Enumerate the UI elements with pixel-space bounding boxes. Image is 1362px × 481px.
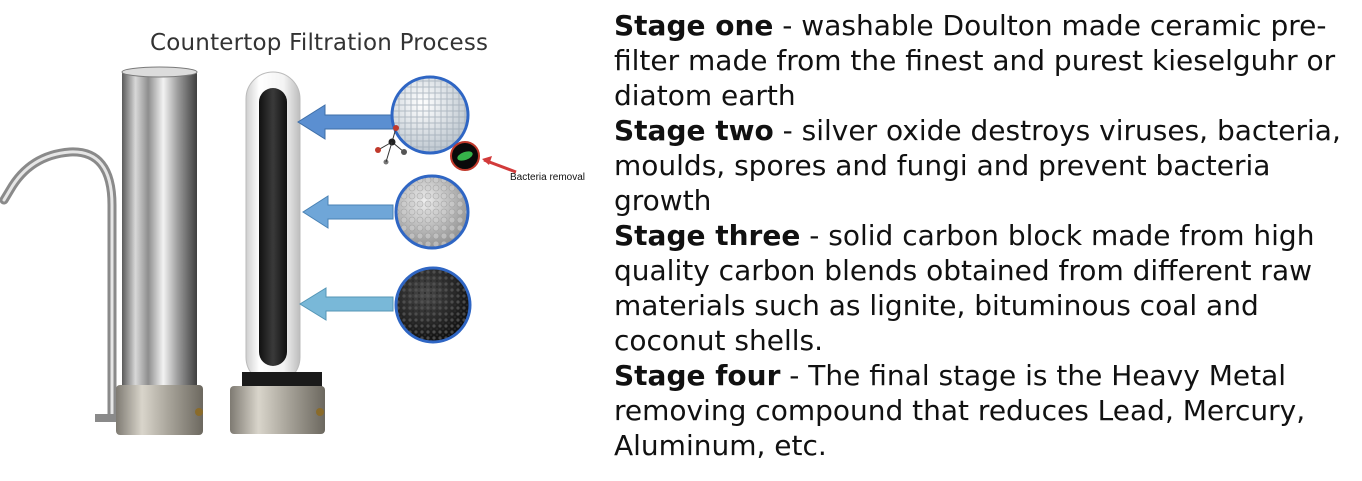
stage-two-text: - silver oxide destroys viruses, bacteri… xyxy=(614,114,1341,217)
faucet-spout xyxy=(0,147,125,422)
stage-one-label: Stage one xyxy=(614,9,774,42)
stage-arrows xyxy=(297,104,394,321)
bacteria-removal-label: Bacteria removal xyxy=(510,172,586,183)
molecule-icon xyxy=(375,125,407,165)
stage-two: Stage two - silver oxide destroys viruse… xyxy=(614,113,1354,218)
carbon-block-sample xyxy=(394,266,472,344)
stage-three-label: Stage three xyxy=(614,219,801,252)
stage-four-text: - The final stage is the Heavy Metal rem… xyxy=(614,359,1306,462)
steel-housing xyxy=(116,66,203,435)
filter-drawing xyxy=(0,66,517,435)
stage-three-text: - solid carbon block made from high qual… xyxy=(614,219,1315,357)
silver-oxide-sample xyxy=(394,174,470,250)
stage-two-label: Stage two xyxy=(614,114,774,147)
stage-one: Stage one - washable Doulton made cerami… xyxy=(614,8,1354,113)
ceramic-mesh-sample xyxy=(390,75,470,155)
filter-cartridge xyxy=(230,71,325,434)
stage-three: Stage three - solid carbon block made fr… xyxy=(614,218,1354,358)
filtration-illustration: Countertop Filtration Process xyxy=(0,0,600,481)
illustration-title: Countertop Filtration Process xyxy=(150,30,489,56)
stage-four: Stage four - The final stage is the Heav… xyxy=(614,358,1354,463)
bacteria-icon xyxy=(450,141,517,174)
stage-one-text: - washable Doulton made ceramic pre-filt… xyxy=(614,9,1336,112)
stage-four-label: Stage four xyxy=(614,359,781,392)
stage-descriptions: Stage one - washable Doulton made cerami… xyxy=(614,8,1354,463)
